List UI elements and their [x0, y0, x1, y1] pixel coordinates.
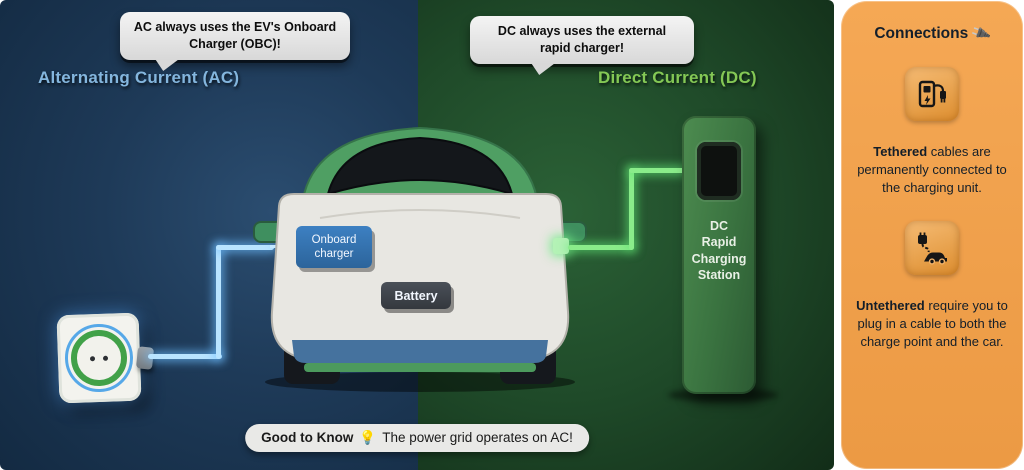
- socket-hole-left: [89, 355, 96, 361]
- socket-blue-ring: [63, 322, 135, 394]
- dc-cable-segment: [629, 168, 685, 173]
- ac-speech-bubble: AC always uses the EV's Onboard Charger …: [120, 12, 350, 60]
- car-windshield: [326, 136, 514, 196]
- lightbulb-icon: 💡: [359, 430, 377, 445]
- dc-charging-station: DC Rapid Charging Station: [682, 116, 756, 394]
- ac-heading: Alternating Current (AC): [38, 68, 240, 87]
- car-ground-shadow: [265, 372, 575, 392]
- battery-label: Battery: [381, 282, 451, 309]
- dc-connector-node: [553, 238, 569, 254]
- good-to-know-text: The power grid operates on AC!: [382, 430, 573, 445]
- socket-hole-right: [102, 355, 109, 361]
- wall-socket: [56, 312, 142, 404]
- dc-cable-segment: [568, 245, 634, 250]
- onboard-charger-label: Onboard charger: [296, 226, 372, 268]
- car-body: [270, 193, 570, 361]
- plug-icon: 🔌: [969, 22, 993, 44]
- untethered-text: Untethered require you to plug in a cabl…: [856, 297, 1008, 349]
- tethered-charging-station-icon: [905, 67, 959, 121]
- good-to-know-pill: Good to Know 💡 The power grid operates on …: [245, 424, 589, 452]
- panel-title: Connections🔌: [874, 22, 993, 44]
- car-underbody: [304, 363, 536, 372]
- socket-green-ring: [70, 329, 128, 387]
- ac-cable-segment: [216, 245, 221, 359]
- dc-cable-segment: [629, 168, 634, 250]
- ev-charging-scene: AC always uses the EV's Onboard Charger …: [0, 0, 834, 470]
- untethered-term: Untethered: [856, 297, 925, 313]
- car-hood-crease: [319, 209, 521, 219]
- untethered-cable-car-icon: [905, 220, 959, 275]
- tethered-text: Tethered cables are permanently connecte…: [857, 144, 1007, 195]
- good-to-know-title: Good to Know: [261, 430, 354, 445]
- dc-speech-bubble-text: DC always uses the external rapid charge…: [497, 24, 667, 55]
- ac-cable-segment: [148, 354, 222, 359]
- dc-speech-bubble: DC always uses the external rapid charge…: [470, 16, 694, 64]
- connections-panel: Connections🔌 Tethered cables are permane…: [841, 1, 1023, 469]
- tethered-term: Tethered: [873, 144, 928, 159]
- station-label: DC Rapid Charging Station: [691, 219, 747, 282]
- ac-speech-bubble-text: AC always uses the EV's Onboard Charger …: [133, 20, 337, 51]
- ac-cable-segment: [216, 245, 274, 250]
- station-screen: [697, 142, 741, 200]
- dc-heading: Direct Current (DC): [598, 68, 757, 87]
- car-bumper-strip: [292, 340, 548, 363]
